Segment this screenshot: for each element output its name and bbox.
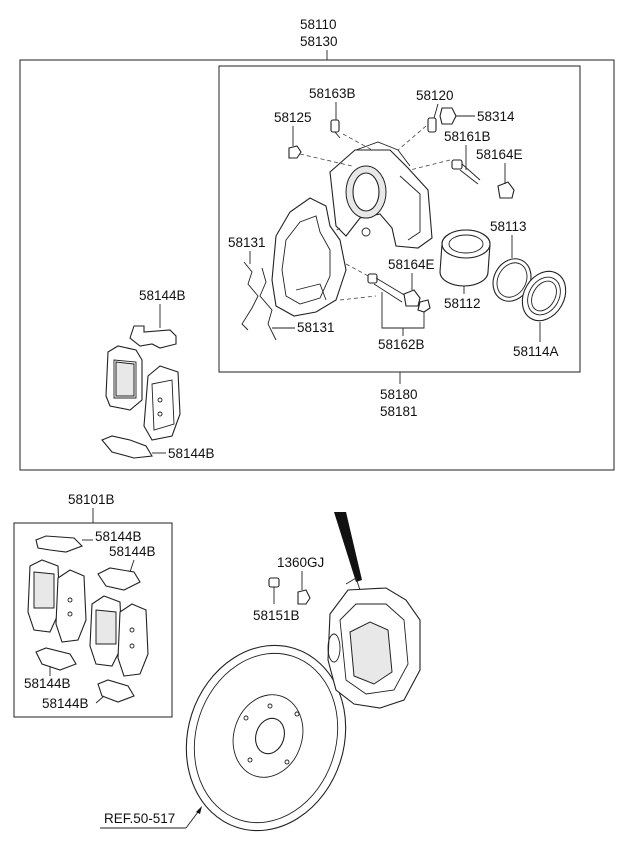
label-58120: 58120 [416,88,454,103]
align-line-1 [299,153,353,167]
label-58144b-upper: 58144B [139,288,186,303]
leader-kit-clip-b [129,559,135,573]
label-58131-lower: 58131 [297,320,335,335]
bleeder-cap-58314 [439,107,457,125]
guide-pin-kit-58162b [367,273,431,313]
kit-clip-b [97,567,141,591]
caliper-carrier-58180 [271,197,347,317]
brake-pad-inner [105,345,143,411]
align-line-4 [409,159,451,171]
label-kit-clip-b: 58144B [109,544,156,559]
label-58163b: 58163B [309,86,356,101]
label-58101b: 58101B [68,492,115,507]
dust-boot-58114a [521,270,567,322]
align-line-2 [342,133,373,151]
bleeder-screw-58120 [427,117,437,133]
label-58125: 58125 [274,110,312,125]
label-kit-clip-a: 58144B [95,529,142,544]
bolt-58151b [268,577,280,604]
piston-58112 [439,229,491,287]
caliper-assembly-frame [19,59,615,471]
nut-58125 [288,145,302,159]
label-58164e-lower: 58164E [388,257,435,272]
kit-pad-4 [117,603,149,677]
leader-kit-clip-d [95,695,105,704]
kit-clip-c [35,647,77,671]
align-line-3 [397,125,427,151]
kit-pad-3 [89,595,123,667]
label-58110: 58110 [300,17,337,32]
label-58161b: 58161B [444,129,491,144]
label-58181: 58181 [380,404,418,419]
leader-58162b [381,292,425,336]
kit-pad-1 [27,559,61,633]
brake-pad-outer [143,365,181,441]
boot-58164e-upper [497,181,515,199]
nut-1360gj [297,589,311,605]
label-58130: 58130 [300,34,338,49]
label-kit-clip-d: 58144B [42,696,89,711]
bolt-58163b [330,119,341,139]
pad-clip-upper [129,325,177,349]
guide-pin-58161b [451,159,481,185]
leader-58120 [433,103,439,119]
label-ref-50-517: REF.50-517 [104,811,175,826]
ref-leader [185,811,199,829]
label-58151b: 58151B [253,608,300,623]
kit-clip-a [35,535,83,553]
label-kit-clip-c: 58144B [24,676,71,691]
label-58114a: 58114A [513,344,559,359]
label-58131-upper: 58131 [228,235,266,250]
align-line-7 [339,295,377,301]
kit-clip-d [97,679,135,703]
label-58162b: 58162B [378,337,425,352]
assembled-caliper [327,577,421,709]
ref-arrowhead [196,806,202,814]
label-58113: 58113 [490,219,527,234]
pad-clip-lower [101,435,153,459]
kit-pad-2 [55,569,87,643]
label-58112: 58112 [444,296,481,311]
label-58164e-upper: 58164E [476,147,523,162]
piston-seal-58113 [492,258,532,302]
assembly-pointer [334,512,362,582]
label-58314: 58314 [477,109,515,124]
caliper-housing [329,141,433,249]
label-1360gj: 1360GJ [277,555,324,570]
label-58180: 58180 [380,387,418,402]
anti-rattle-spring-58131 [241,261,277,341]
caliper-housing-frame [218,65,581,373]
brake-disc-rotor [185,644,347,832]
label-58144b-lower: 58144B [168,446,215,461]
